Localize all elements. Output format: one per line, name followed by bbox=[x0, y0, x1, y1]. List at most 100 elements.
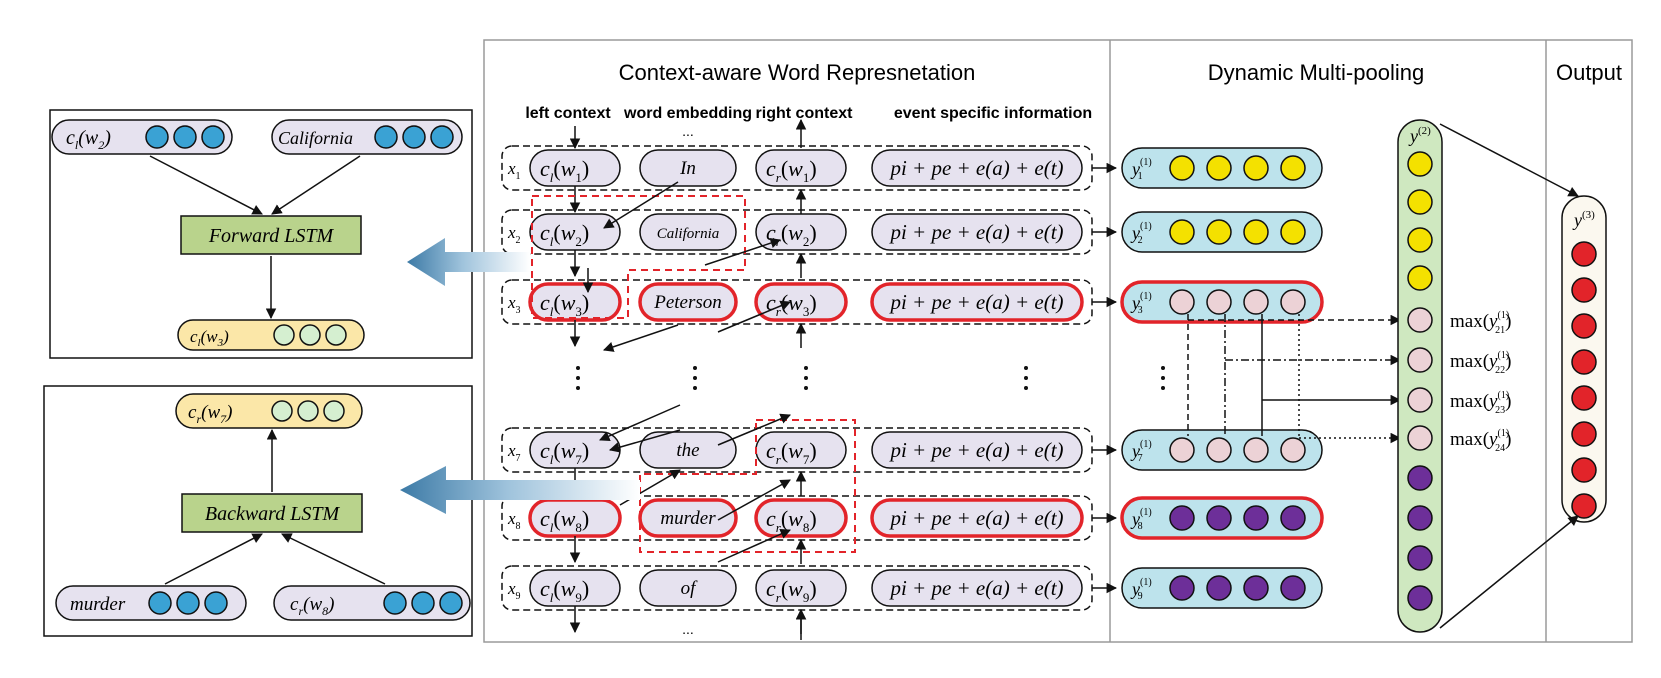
feature-vector-label: y(1)1 bbox=[1130, 157, 1152, 182]
right-context-label: cr(w9) bbox=[766, 576, 817, 605]
pooled-dot bbox=[1407, 505, 1433, 531]
row-input-label: x2 bbox=[507, 223, 521, 246]
ellipsis-bottom: ... bbox=[682, 621, 694, 637]
section-frames bbox=[483, 39, 1633, 643]
feature-dot bbox=[1243, 219, 1269, 245]
forward-output-cl-w3: cl(w3) bbox=[190, 327, 229, 349]
outer-frame bbox=[483, 39, 1633, 643]
feature-vector-label: y(1)7 bbox=[1130, 439, 1152, 464]
row-input-label: x1 bbox=[507, 159, 521, 182]
word-embedding-node bbox=[638, 282, 738, 322]
left-context-label: cl(w7) bbox=[540, 438, 589, 467]
red-dashed-windows bbox=[531, 195, 856, 553]
column-label-event-info: event specific information bbox=[894, 105, 1092, 122]
output-dot bbox=[1571, 421, 1597, 447]
right-context-label: cr(w3) bbox=[766, 290, 817, 319]
backward-output-cr-w7: cr(w7) bbox=[188, 402, 232, 426]
feature-dot bbox=[1206, 219, 1232, 245]
row-input-label: x8 bbox=[507, 509, 521, 532]
zoom-arrow-backward bbox=[400, 466, 640, 514]
ellipsis-top: ... bbox=[682, 123, 694, 139]
output-vector-dots bbox=[1571, 241, 1597, 519]
section-header-context: Context-aware Word Represnetation bbox=[619, 60, 976, 85]
pooled-dot bbox=[1407, 189, 1433, 215]
feature-dot bbox=[1169, 155, 1195, 181]
feature-dot bbox=[1206, 575, 1232, 601]
forward-input-cl-w2: cl(w2) bbox=[66, 127, 111, 152]
pooled-vector-dots bbox=[1407, 151, 1433, 611]
output-dot bbox=[1571, 385, 1597, 411]
right-context-label: cr(w1) bbox=[766, 156, 817, 185]
row-input-label: x3 bbox=[507, 293, 521, 316]
section-header-pooling: Dynamic Multi-pooling bbox=[1208, 60, 1424, 85]
feature-dot bbox=[1243, 155, 1269, 181]
feature-dot bbox=[1243, 575, 1269, 601]
left-context-label: cl(w2) bbox=[540, 220, 589, 249]
event-info-node bbox=[870, 498, 1084, 538]
event-info-node bbox=[871, 149, 1083, 187]
event-info-label: pi + pe + e(a) + e(t) bbox=[888, 576, 1063, 600]
pooled-dot bbox=[1407, 227, 1433, 253]
word-embedding-label: California bbox=[657, 226, 720, 242]
feature-dot bbox=[1169, 289, 1195, 315]
output-dot bbox=[1571, 457, 1597, 483]
output-dot bbox=[1571, 241, 1597, 267]
max-pool-label: max(y(1)22) bbox=[1450, 350, 1511, 376]
right-context-label: cr(w8) bbox=[766, 506, 817, 535]
right-context-node bbox=[755, 149, 847, 187]
max-labels: max(y(1)21)max(y(1)22)max(y(1)23)max(y(1… bbox=[1450, 310, 1511, 454]
word-embedding-label: Peterson bbox=[653, 292, 722, 313]
event-info-node bbox=[871, 431, 1083, 469]
event-info-label: pi + pe + e(a) + e(t) bbox=[888, 438, 1063, 462]
pooled-dot bbox=[1407, 465, 1433, 491]
output-arrows bbox=[1439, 123, 1579, 629]
feature-dot bbox=[1169, 505, 1195, 531]
word-embedding-node bbox=[639, 569, 737, 607]
feature-vector-label: y(1)3 bbox=[1130, 291, 1152, 316]
pooled-vector: y(2) bbox=[1397, 119, 1443, 633]
zoom-arrows bbox=[400, 238, 640, 514]
output-dot bbox=[1571, 493, 1597, 519]
window-right bbox=[639, 419, 856, 553]
feature-vector-label: y(1)9 bbox=[1130, 577, 1152, 602]
right-context-node bbox=[755, 569, 847, 607]
feature-dot bbox=[1206, 155, 1232, 181]
feature-vector-label: y(1)8 bbox=[1130, 507, 1152, 532]
feature-dot bbox=[1280, 505, 1306, 531]
section-header-output: Output bbox=[1556, 60, 1622, 85]
column-label-right-context: right context bbox=[756, 105, 854, 122]
row-input-label: x7 bbox=[507, 441, 521, 464]
vertical-ellipsis-group bbox=[576, 366, 1165, 390]
feature-dot bbox=[1243, 289, 1269, 315]
pooled-dot bbox=[1407, 425, 1433, 451]
column-label-word-embedding: word embedding bbox=[623, 105, 752, 122]
backward-lstm-label: Backward LSTM bbox=[205, 503, 341, 525]
pooled-vector-label: y(2) bbox=[1408, 125, 1431, 146]
feature-dot bbox=[1169, 219, 1195, 245]
feature-dot bbox=[1206, 437, 1232, 463]
pooling-lines bbox=[1187, 314, 1402, 444]
feature-dot bbox=[1280, 155, 1306, 181]
word-embedding-node bbox=[639, 431, 737, 469]
forward-lstm-label: Forward LSTM bbox=[208, 225, 335, 247]
pooled-dot bbox=[1407, 151, 1433, 177]
feature-dot bbox=[1280, 575, 1306, 601]
event-info-node bbox=[871, 213, 1083, 251]
output-vector-label: y(3) bbox=[1572, 209, 1595, 230]
right-context-node bbox=[754, 498, 848, 538]
event-info-label: pi + pe + e(a) + e(t) bbox=[888, 156, 1063, 180]
right-context-node bbox=[754, 282, 848, 322]
forward-input-california: California bbox=[278, 128, 353, 148]
pooled-dot bbox=[1407, 545, 1433, 571]
left-context-label: cl(w1) bbox=[540, 156, 589, 185]
feature-dot bbox=[1243, 505, 1269, 531]
output-dot bbox=[1571, 313, 1597, 339]
right-context-label: cr(w7) bbox=[766, 438, 817, 467]
